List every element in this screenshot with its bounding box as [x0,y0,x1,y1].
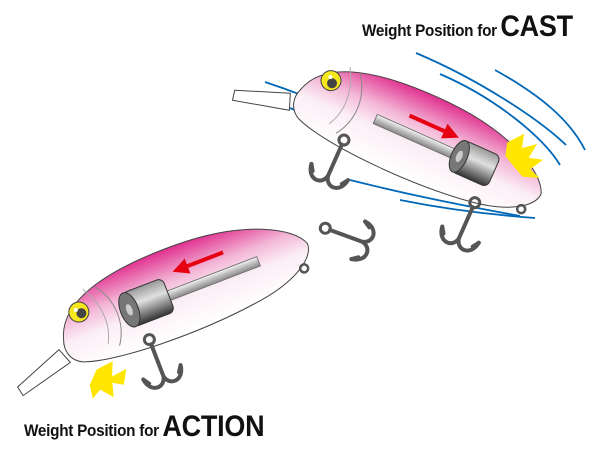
caption-prefix: Weight Position for [24,421,159,440]
weight [118,279,174,328]
weight [448,139,500,186]
lure-cast [228,19,562,257]
arrow-left-icon [172,250,224,274]
impact-burst-icon [505,133,544,178]
caption-mode: ACTION [162,410,265,443]
impact-burst-icon [89,361,127,399]
lure-action [0,199,324,400]
caption-prefix: Weight Position for [362,21,497,40]
hook-tail [311,205,379,266]
caption-mode: CAST [500,10,573,43]
arrow-right-icon [408,113,459,139]
